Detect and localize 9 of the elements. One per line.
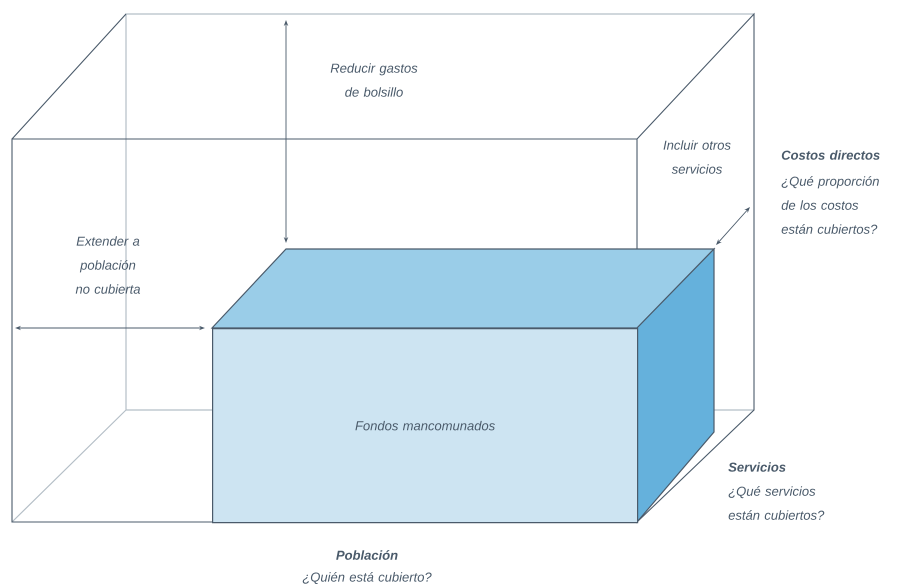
axis-question: ¿Quién está cubierto?	[302, 572, 432, 584]
axis-title: Costos directos	[782, 150, 880, 160]
goal-label: Extender a población no cubierta	[76, 236, 140, 294]
goal-label: Reducir gastos de bolsillo	[330, 63, 418, 97]
axis-question: ¿Qué proporción de los costos están cubiertos?	[782, 176, 879, 234]
axis-title: Servicios	[728, 462, 786, 472]
goal-label: Incluir otros servicios	[664, 140, 731, 174]
axis-title: Población	[336, 550, 398, 560]
axis-question: ¿Qué servicios están cubiertos?	[728, 486, 824, 520]
